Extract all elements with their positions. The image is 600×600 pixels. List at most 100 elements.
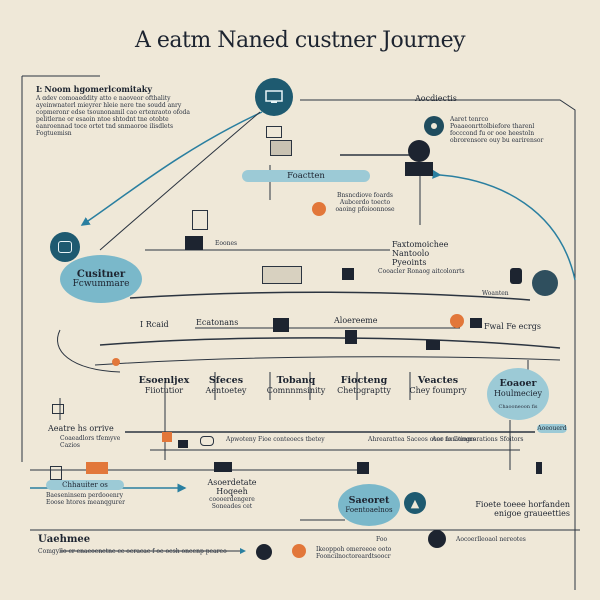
stage-sub: Aentoetey	[205, 386, 247, 395]
phone-icon	[342, 268, 354, 280]
alert-icon: ▲	[404, 492, 426, 514]
mid-right-block: Faxtomoichee Nantoolo Pyeoints	[392, 240, 448, 267]
row2-label: Aeatre hs orrive	[48, 424, 114, 433]
stage-sub: Chetograptty	[337, 386, 391, 395]
bottom-text: Comgyllo cr enaeoenetne ce oeracae f oe …	[38, 548, 227, 555]
right-desc-line: Aaret tenrco	[450, 116, 489, 123]
far-right-label: Woanten	[482, 290, 509, 297]
bottom-note-line: Ikeoppoh omereeoe ooto	[316, 546, 392, 553]
mid-right-line: Pyeoints	[392, 258, 427, 267]
orange-card-icon	[86, 462, 108, 474]
right-desc: Aaret tenrco Poaaeonrttolbiefore tharenl…	[450, 116, 580, 144]
intro-line: ayeinwnaterl mieyrer hleie nere tne soud…	[36, 102, 182, 109]
stage-engagement: Tobanq Comnnmsinity	[266, 375, 326, 395]
center-note: Aubcerdo toecto	[339, 199, 391, 206]
marker-icon	[536, 462, 542, 474]
worker-icon	[345, 330, 357, 344]
row2-item: Aoo fo Commorations Sfoitors	[432, 436, 524, 443]
retention-sub: Foentoaelnos	[345, 506, 393, 514]
speaker-icon	[532, 270, 558, 296]
row3-left-pill: Chhauiter os	[46, 480, 124, 490]
center-note: oaoing pfoioonnose	[335, 206, 395, 213]
row2-sub-line: Coaeadlors tfemyve	[60, 435, 121, 442]
row-label: Ecatonans	[196, 318, 239, 327]
row2-item: Ahrearattea Saceos ocer nmatiogrs	[368, 436, 476, 443]
laptop-icon	[405, 162, 433, 176]
advocacy-title: Eoaoer	[499, 377, 537, 389]
stage-loyalty: Veactes Chey foumpry	[404, 375, 472, 395]
touchpoint-pill: Foactten	[242, 170, 370, 182]
team-icon	[273, 318, 289, 332]
stage-title: Sfeces	[208, 375, 244, 386]
right-desc-line: Poaaeonrttolbiefore tharenl	[450, 123, 535, 130]
document-icon	[192, 210, 208, 230]
row3-right-line: Fioete toeee horfanden	[475, 500, 570, 509]
orange-node-icon	[112, 358, 120, 366]
mid-right-sub: Cooacler Ronaog aitcolonrts	[378, 268, 465, 275]
bottom-tag: Foo	[376, 536, 388, 543]
advocacy-sub: Houlmeciey	[493, 388, 543, 398]
computer-icon	[185, 236, 203, 250]
desk-icon	[270, 140, 292, 156]
row2-sub: Coaeadlors tfemyve Cazios	[60, 435, 120, 449]
row3-right: Fioete toeee horfanden enigoe graueettie…	[470, 500, 570, 518]
stage-purchase: Fiocteng Chetograptty	[330, 375, 398, 395]
bottom-note: Ikeoppoh omereeoe ooto Fooncilnoctoreard…	[316, 546, 391, 560]
orange-box-icon	[162, 432, 172, 442]
retention-circle: Saeoret Foentoaelnos	[338, 484, 400, 526]
stage-title: Veactes	[417, 375, 459, 386]
stage-title: Esoenljex	[138, 375, 190, 386]
user-icon	[256, 544, 272, 560]
person-small-icon	[510, 268, 522, 284]
center-note: Bnsncdiove foards	[337, 192, 393, 199]
row-label: Fwal Fe ecrgs	[484, 322, 541, 331]
bottom-heading: Uaehmee	[38, 534, 91, 545]
row2-item: Apwoteny Fioe conteoecs tbetey	[226, 436, 325, 443]
retention-title: Saeoret	[348, 495, 390, 506]
row-label: I Rcaid	[140, 320, 169, 329]
row2-sub-line: Cazios	[60, 442, 80, 449]
mid-left-label: Eoones	[215, 240, 238, 247]
agent-icon	[408, 140, 430, 162]
stage-sub: Fiiotutior	[144, 386, 184, 395]
store-icon	[357, 462, 369, 474]
customer-circle: Cusitner Fcwummare	[60, 255, 142, 303]
orange-person-icon	[450, 314, 464, 328]
intro-line: pelitlerne or esaoin ntoe shtodnt tne ot…	[36, 116, 169, 123]
intro-heading: Ŀ Noom hgomerlcomitaky	[36, 84, 152, 94]
row3-right-line: enigoe graueetties	[494, 509, 570, 518]
intro-line: Fogtuemisn	[36, 130, 72, 137]
intro-line: eanroennad toce ortet tnd snmaoroe ilisd…	[36, 123, 174, 130]
row3-center-line: Soneades cet	[211, 503, 253, 510]
orange-dot-icon	[312, 202, 326, 216]
row3-center-line: Asoerdetate Hoqeeh	[207, 478, 257, 496]
row3-center-line: coooerdengere	[209, 496, 255, 503]
shop-icon	[262, 266, 302, 284]
advocacy-note: Chaooneoon fis	[498, 403, 538, 410]
row-label: Aloereeme	[334, 316, 378, 325]
truck-icon	[214, 462, 232, 472]
customer-sub: Fcwummare	[72, 279, 130, 289]
right-desc-line: obrorensore ouy bu earirensor	[450, 137, 544, 144]
mid-right-line: Nantoolo	[392, 249, 430, 258]
box-icon	[470, 318, 482, 328]
intro-line: copmeronr edse tsounonamil cao ertenraot…	[36, 109, 190, 116]
customer-title: Cusitner	[76, 269, 126, 280]
stage-title: Tobanq	[276, 375, 316, 386]
link-icon	[200, 436, 214, 446]
row3-left-sub: Baeseninsem perdooenry Eoose htores mean…	[46, 492, 125, 506]
row3-left-line: Eoose htores meanqgurer	[46, 499, 125, 506]
doc-small-icon	[50, 466, 62, 480]
right-desc-line: focccond fu or ooe heestoln	[450, 130, 535, 137]
monitor-icon	[255, 78, 293, 116]
person-icon	[424, 116, 444, 136]
chat-icon	[50, 232, 80, 262]
advocacy-circle: Eoaoer Houlmeciey Chaooneoon fis	[487, 368, 549, 420]
stage-sub: Comnnmsinity	[266, 386, 326, 395]
intro-line: A ɑdev comoaeddity atto e naoveor ofthal…	[36, 95, 171, 102]
device-icon	[266, 126, 282, 138]
mid-right-line: Faxtomoichee	[392, 240, 449, 249]
row3-center: Asoerdetate Hoqeeh coooerdengere Soneade…	[192, 478, 272, 510]
clipboard-icon	[52, 404, 64, 414]
